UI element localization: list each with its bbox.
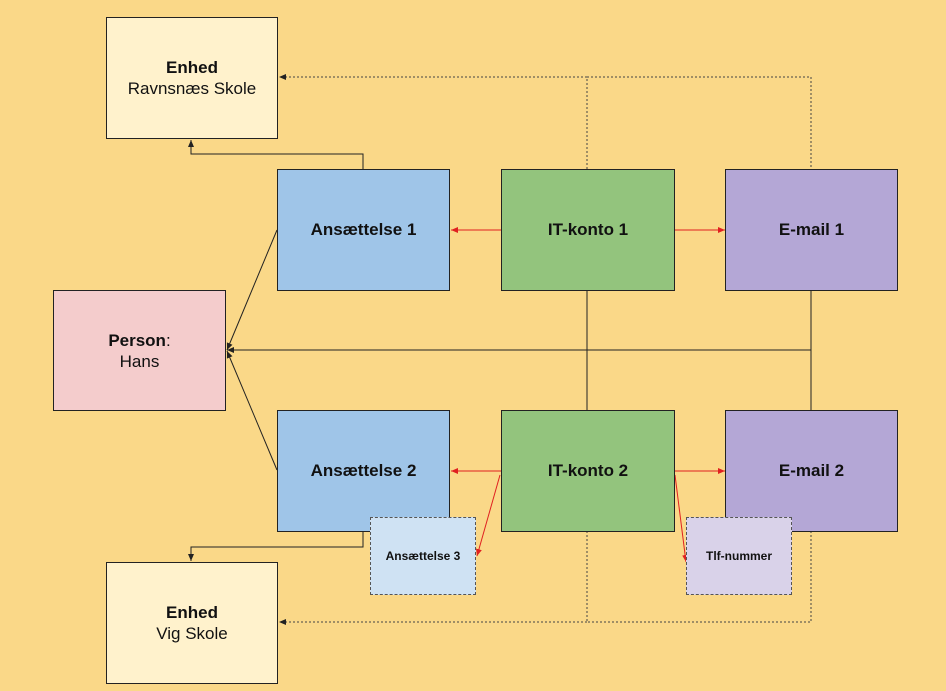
enhed-top-title: Enhed xyxy=(166,58,218,77)
tlf-nummer-label: Tlf-nummer xyxy=(706,549,772,563)
ansaettelse-2-box: Ansættelse 2 xyxy=(277,410,450,532)
red-arrow-it2-tlf xyxy=(674,474,689,563)
email-1-label: E-mail 1 xyxy=(778,220,845,239)
ansaettelse-2-label: Ansættelse 2 xyxy=(310,461,417,480)
it-konto-1-label: IT-konto 1 xyxy=(547,220,629,239)
person-title-line: Person: xyxy=(108,330,170,351)
ansaettelse-3-label: Ansættelse 3 xyxy=(385,549,461,563)
person-box: Person: Hans xyxy=(53,290,226,411)
ansaettelse-1-box: Ansættelse 1 xyxy=(277,169,450,291)
person-name: Hans xyxy=(119,351,160,371)
tlf-nummer-box: Tlf-nummer xyxy=(686,517,792,595)
ansaettelse-3-box: Ansættelse 3 xyxy=(370,517,476,595)
it-konto-2-label: IT-konto 2 xyxy=(547,461,629,480)
dotted-link-bottom xyxy=(586,531,812,623)
person-title-suffix: : xyxy=(165,330,171,350)
arrow-ans1-enhed xyxy=(188,140,364,169)
email-2-box: E-mail 2 xyxy=(725,410,898,532)
it-konto-1-box: IT-konto 1 xyxy=(501,169,675,291)
arrow-ans2-enhed xyxy=(188,531,364,561)
enhed-bottom-title: Enhed xyxy=(166,603,218,622)
ansaettelse-1-label: Ansættelse 1 xyxy=(310,220,417,239)
email-2-label: E-mail 2 xyxy=(778,461,845,480)
person-title: Person xyxy=(108,330,166,350)
enhed-top-subtitle: Ravnsnæs Skole xyxy=(127,79,257,98)
email-1-box: E-mail 1 xyxy=(725,169,898,291)
arrow-ans2-person xyxy=(226,350,278,471)
arrow-ans1-person xyxy=(226,229,278,351)
red-arrow-it2-ans3 xyxy=(476,474,501,557)
enhed-bottom-subtitle: Vig Skole xyxy=(156,624,228,643)
enhed-box-top: Enhed Ravnsnæs Skole xyxy=(106,17,278,139)
it-konto-2-box: IT-konto 2 xyxy=(501,410,675,532)
enhed-box-bottom: Enhed Vig Skole xyxy=(106,562,278,684)
dotted-link-top xyxy=(586,76,812,169)
